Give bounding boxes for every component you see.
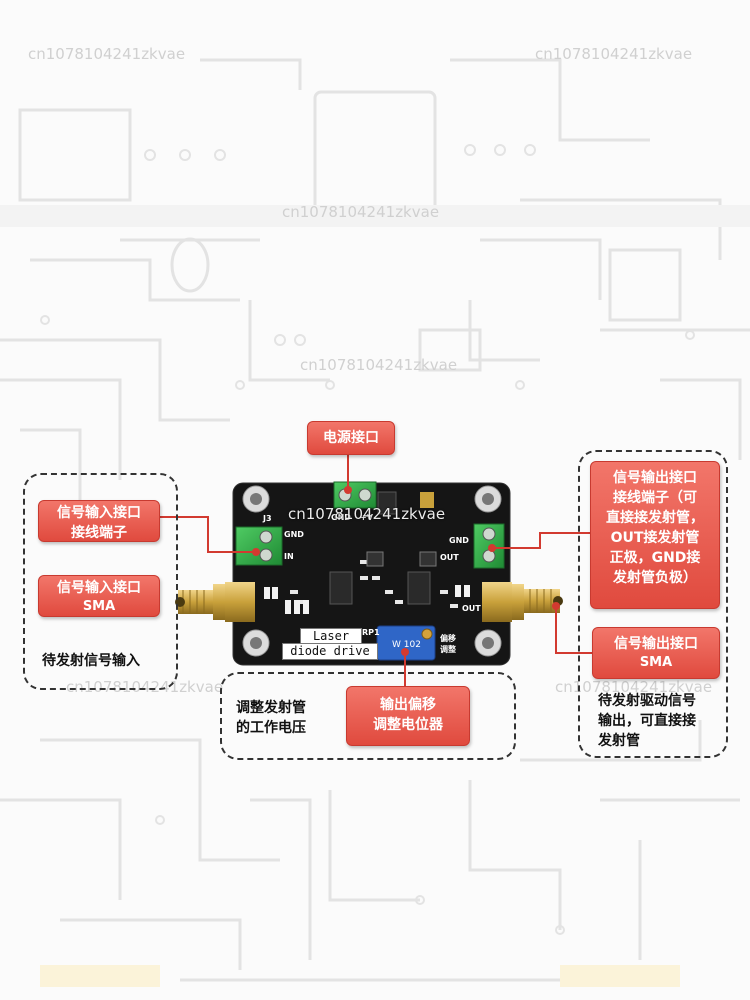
bias-note: 调整发射管 的工作电压 — [236, 698, 306, 738]
watermark: cn1078104241zkvae — [282, 203, 440, 221]
output-note-line: 输出，可直接接 — [598, 713, 696, 729]
mounting-hole — [474, 629, 502, 657]
silk-gnd: GND — [284, 530, 304, 539]
mounting-hole — [242, 485, 270, 513]
output-note: 待发射驱动信号 输出，可直接接 发射管 — [598, 691, 696, 751]
mounting-hole — [242, 629, 270, 657]
power-terminal — [333, 481, 377, 509]
silk-gnd: GND — [449, 536, 469, 545]
leader-line — [492, 532, 590, 549]
callout-text: 正极，GND接 — [609, 550, 701, 566]
silk-bias: 调整 — [440, 645, 456, 654]
output-terminal-callout: 信号输出接口 接线端子（可 直接接发射管， OUT接发射管 正极，GND接 发射… — [590, 461, 720, 609]
callout-text: 信号输入接口 — [57, 505, 141, 521]
pot-label: W 102 — [392, 640, 421, 650]
output-group — [578, 450, 728, 758]
mounting-hole — [474, 485, 502, 513]
bias-group — [220, 672, 516, 760]
bias-pot-callout: 输出偏移 调整电位器 — [346, 686, 470, 746]
callout-text: 调整电位器 — [373, 717, 443, 733]
callout-text: OUT接发射管 — [610, 530, 700, 546]
watermark: cn1078104241zkvae — [66, 678, 224, 696]
input-terminal — [235, 526, 283, 566]
output-note-line: 发射管 — [598, 733, 640, 749]
ic-chip — [407, 571, 431, 605]
callout-text: 接线端子 — [71, 525, 127, 541]
output-sma-callout: 信号输出接口 SMA — [592, 627, 720, 679]
leader-line — [160, 516, 256, 553]
leader-line — [555, 606, 592, 654]
callout-text: SMA — [82, 599, 116, 614]
output-terminal — [473, 523, 505, 569]
callout-text: 直接接发射管， — [606, 510, 704, 526]
ic-chip — [377, 491, 397, 515]
watermark: cn1078104241zkvae — [300, 356, 458, 374]
watermark: cn1078104241zkvae — [28, 45, 186, 63]
callout-text: 信号输出接口 — [614, 636, 698, 652]
input-terminal-callout: 信号输入接口 接线端子 — [38, 500, 160, 542]
watermark: cn1078104241zkvae — [555, 678, 713, 696]
input-group — [23, 473, 178, 690]
callout-text: 输出偏移 — [380, 697, 436, 713]
output-sma-connector — [482, 582, 563, 622]
bias-note-line: 的工作电压 — [236, 720, 306, 736]
silk-rp1: RP1 — [362, 628, 380, 637]
input-note: 待发射信号输入 — [42, 653, 140, 669]
power-callout: 电源接口 — [307, 421, 395, 455]
watermark: cn1078104241zkvae — [535, 45, 693, 63]
output-note-line: 待发射驱动信号 — [598, 693, 696, 709]
callout-text: 发射管负极） — [613, 570, 697, 586]
silk-in: IN — [284, 552, 294, 561]
silk-vplus: +V — [360, 513, 373, 522]
callout-text: 接线端子（可 — [613, 490, 697, 506]
silk-j3: J3 — [263, 514, 272, 523]
input-sma-callout: 信号输入接口 SMA — [38, 575, 160, 617]
board-label: diode drive — [282, 643, 378, 660]
silk-gnd: GND — [331, 513, 351, 522]
watermark: cn1078104241zkvae — [288, 505, 446, 523]
capacitor — [420, 492, 434, 508]
silk-bias: 偏移 — [440, 634, 456, 643]
callout-text: 信号输入接口 — [57, 580, 141, 596]
callout-text: SMA — [639, 655, 673, 670]
callout-text: 信号输出接口 — [613, 470, 697, 486]
ic-chip — [329, 571, 353, 605]
callout-text: 电源接口 — [323, 430, 379, 446]
silk-out: OUT — [440, 553, 459, 562]
bias-note-line: 调整发射管 — [236, 700, 306, 716]
input-sma-connector — [175, 582, 255, 622]
silk-out: OUT — [462, 604, 481, 613]
